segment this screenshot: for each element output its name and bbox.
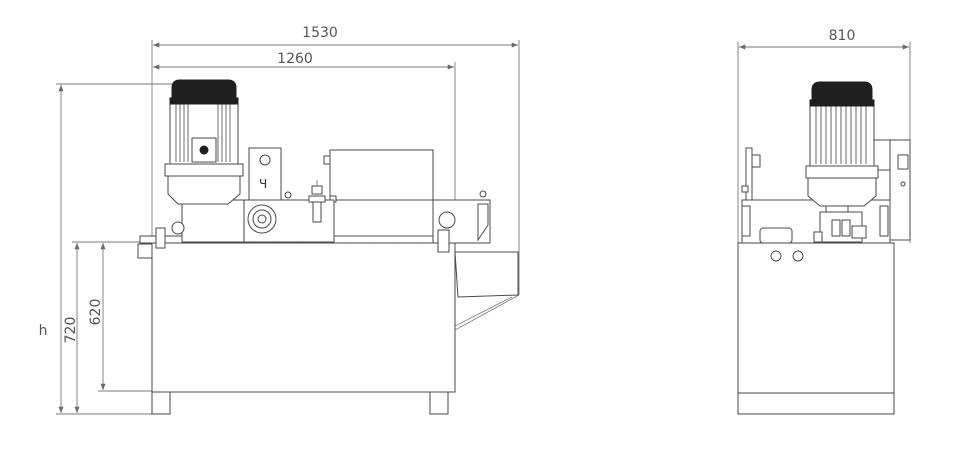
tank-body [151, 241, 456, 393]
side-view: 810 [737, 28, 911, 415]
side-motor-bell [807, 175, 877, 207]
left-gauge [171, 221, 185, 235]
dimension-height-h: h [39, 83, 172, 415]
side-bracket-left [745, 147, 753, 201]
side-tank-base [737, 392, 895, 415]
pump-bracket [248, 147, 282, 201]
lifting-eye [259, 154, 271, 166]
side-motor-fan-cover [811, 81, 873, 103]
discharge-chute [454, 251, 520, 331]
motor-bell [167, 173, 241, 205]
dimension-h-label: h [39, 323, 48, 339]
motor-mount [181, 199, 245, 243]
left-clamp [155, 227, 166, 249]
side-motor-body [809, 101, 875, 167]
side-port-2 [792, 250, 804, 262]
right-knob [479, 190, 487, 198]
dimension-620-label: 620 [88, 299, 104, 326]
brand-mark: Ч [259, 177, 267, 191]
small-handle [323, 155, 331, 165]
side-port-1 [770, 250, 782, 262]
dimension-720-label: 720 [63, 317, 79, 344]
filter-box [329, 149, 434, 201]
motor-collar [164, 163, 244, 177]
side-motor-collar [805, 165, 879, 179]
dimension-height-620: 620 [88, 241, 152, 392]
right-foot [429, 391, 449, 415]
right-clamp [437, 229, 450, 253]
side-fitting [137, 243, 153, 259]
front-view: 1530 1260 h 720 620 [39, 25, 520, 415]
pressure-gauge [438, 211, 456, 229]
motor-fan-cover [171, 79, 237, 101]
dimension-overall-length: 1530 [151, 25, 520, 295]
dimension-height-720: 720 [63, 241, 152, 413]
side-handle [759, 227, 793, 244]
dimension-810-label: 810 [829, 28, 856, 44]
dimension-1260-label: 1260 [277, 51, 313, 67]
left-foot [151, 391, 171, 415]
dimension-1530-label: 1530 [302, 25, 338, 41]
valve-assembly [308, 180, 326, 223]
side-tank-body [737, 242, 895, 394]
motor-body [169, 99, 239, 165]
